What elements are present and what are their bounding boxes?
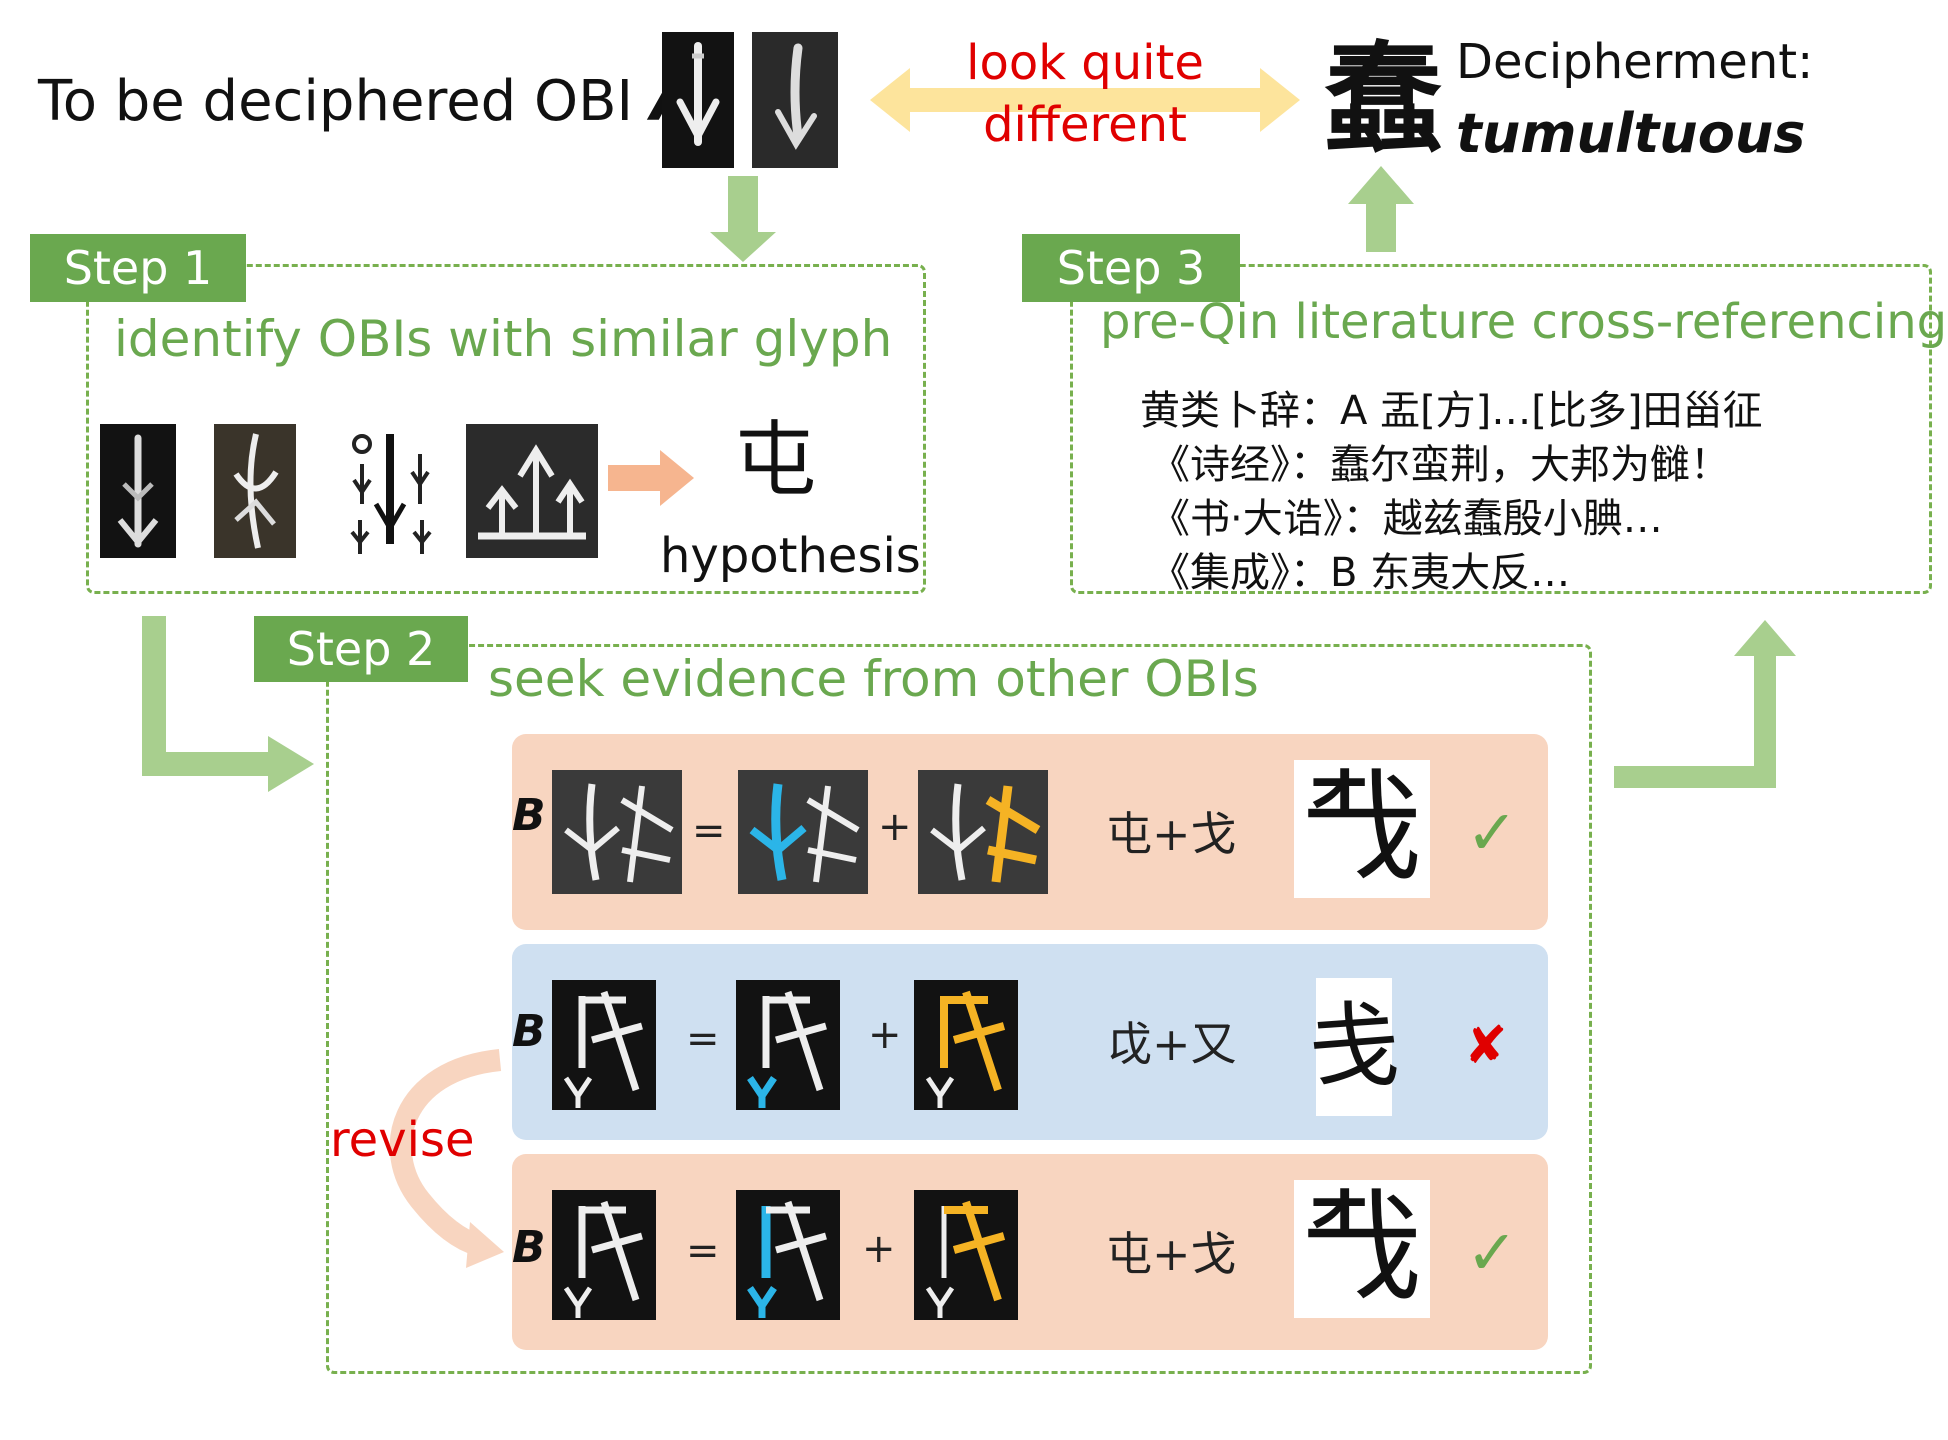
row2-glyph-part1	[736, 980, 840, 1110]
row2-cross-icon: ✘	[1464, 1016, 1508, 1076]
similar-obi-4	[466, 424, 598, 558]
step3-heading: pre-Qin literature cross-referencing	[1100, 294, 1948, 350]
step2-heading: seek evidence from other OBIs	[488, 650, 1259, 708]
yellow-double-arrow	[870, 68, 1300, 132]
revise-curve-arrow	[389, 1049, 504, 1268]
decipherment-word: tumultuous	[1456, 102, 1806, 165]
literature-line-3: 《书·大诰》：越兹蠢殷小腆…	[1150, 496, 1663, 542]
title-prefix: To be deciphered OBI	[38, 69, 633, 134]
row2-glyph-part2	[914, 980, 1018, 1110]
step1-box	[86, 264, 926, 594]
row2-result-char: 戋	[1308, 993, 1401, 1100]
similar-obi-2	[214, 424, 296, 558]
row2-result-box: 戋	[1308, 978, 1400, 1116]
step3-box	[1070, 264, 1932, 594]
row2-equals: =	[686, 1016, 720, 1062]
row1-glyph-part2	[918, 770, 1048, 894]
row3-formula: 屯+戈	[1106, 1227, 1237, 1281]
row1-label: B	[512, 790, 546, 841]
literature-line-4: 《集成》：B 东夷大反…	[1150, 550, 1571, 596]
row2-glyph-b	[552, 980, 656, 1110]
similar-obi-3	[340, 424, 436, 558]
revise-label: revise	[330, 1112, 475, 1168]
title: To be deciphered OBI A	[38, 62, 699, 135]
literature-line-2: 《诗经》：蠢尔蛮荆，大邦为雠！	[1150, 442, 1730, 488]
row3-result-char: 𢦔	[1302, 1179, 1422, 1318]
step1-heading: identify OBIs with similar glyph	[114, 310, 893, 368]
row3-plus: +	[862, 1226, 896, 1272]
row3-glyph-part2	[914, 1190, 1018, 1320]
row1-glyph-b	[552, 770, 682, 894]
decipherment-label: Decipherment:	[1456, 34, 1814, 90]
row2-plus: +	[868, 1012, 902, 1058]
row1-plus: +	[878, 804, 912, 850]
hypothesis-char: 屯	[734, 413, 817, 508]
obi-a-image-2	[752, 32, 838, 168]
row3-equals: =	[686, 1228, 720, 1274]
comparison-note: look quite different	[955, 32, 1215, 156]
row3-result-box: 𢦔	[1294, 1180, 1430, 1318]
hypothesis-label: hypothesis	[660, 528, 921, 584]
comparison-line1: look quite	[966, 35, 1204, 91]
down-arrow-a-to-step1	[710, 176, 776, 262]
row1-check-icon: ✓	[1466, 796, 1518, 869]
row1-equals: =	[692, 808, 726, 854]
row1-formula: 屯+戈	[1106, 807, 1237, 861]
step2-tag: Step 2	[254, 616, 468, 682]
row3-check-icon: ✓	[1466, 1216, 1518, 1289]
row1-result-box: 𢦔	[1294, 760, 1430, 898]
literature-line-1: 黄类卜辞：A 盂[方]…[比多]田甾征	[1140, 388, 1763, 434]
salmon-arrow-to-hypothesis	[608, 450, 694, 506]
elbow-arrow-step2-to-step3	[1614, 620, 1796, 788]
row3-label: B	[512, 1222, 546, 1273]
elbow-arrow-step1-to-step2	[142, 616, 314, 792]
row1-result-char: 𢦔	[1302, 759, 1422, 898]
comparison-line2: different	[983, 97, 1187, 153]
row3-glyph-b	[552, 1190, 656, 1320]
step2-box	[326, 644, 1592, 1374]
row2-formula: 戉+又	[1106, 1017, 1237, 1071]
step1-tag: Step 1	[30, 234, 246, 302]
row2-label: B	[512, 1006, 546, 1057]
row3-glyph-part1	[736, 1190, 840, 1320]
up-arrow-step3-to-answer	[1348, 166, 1414, 252]
obi-a-image-1	[662, 32, 734, 168]
step3-tag: Step 3	[1022, 234, 1240, 302]
row1-glyph-part1	[738, 770, 868, 894]
similar-obi-1	[100, 424, 176, 558]
deciphered-char: 蠢	[1324, 29, 1443, 168]
